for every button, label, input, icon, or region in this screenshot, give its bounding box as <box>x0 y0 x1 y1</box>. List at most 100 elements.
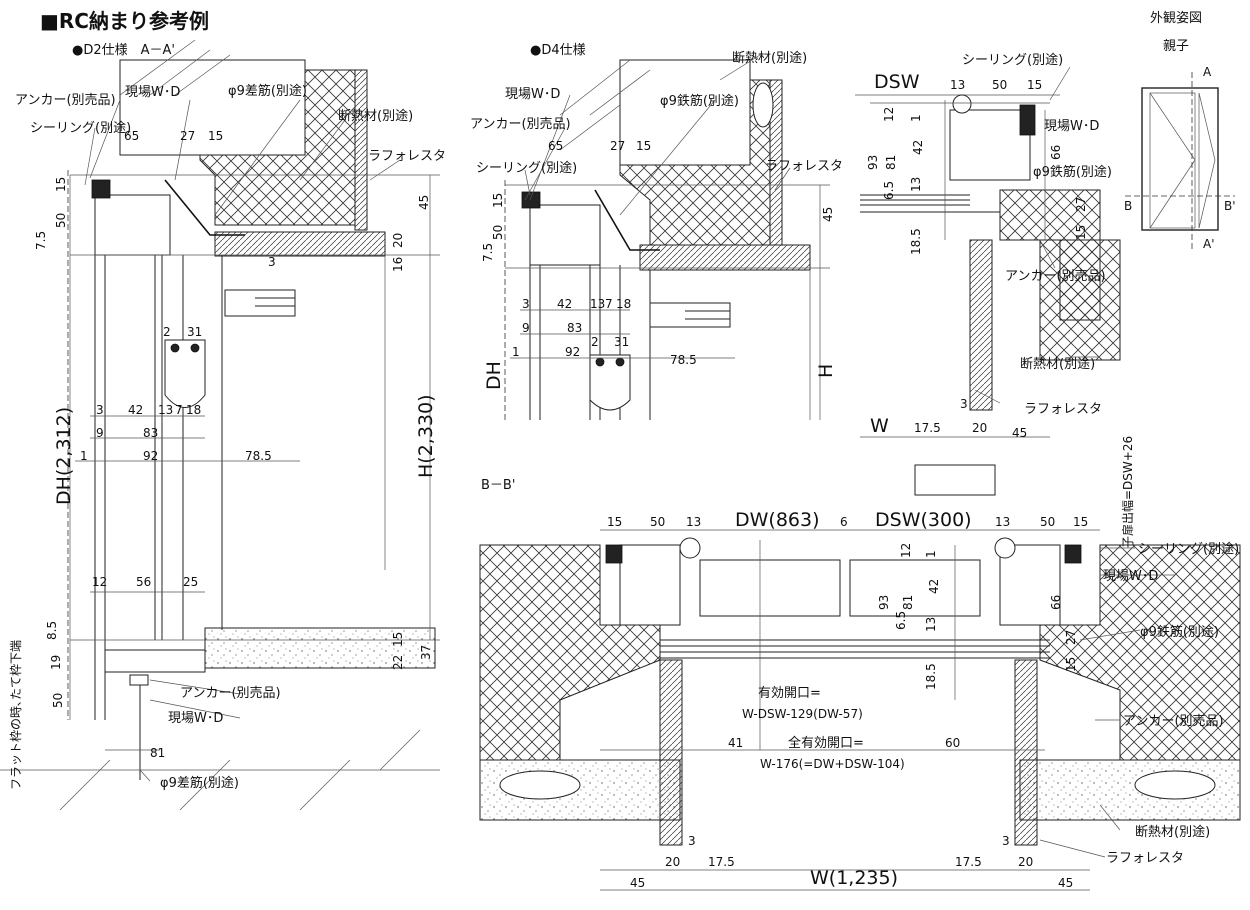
bb-main-leaf <box>699 559 841 617</box>
d4-lath-label: ラフォレスタ <box>765 159 843 174</box>
bb-dim-bottom-4: 17.5 <box>708 855 735 869</box>
d2-dim-bottom-5: 50 <box>51 693 65 708</box>
elevation-a-label: A <box>1203 65 1212 79</box>
d4-frame-head <box>529 204 601 266</box>
plan-site-wd-label: 現場W･D <box>1044 119 1099 134</box>
bb-rebar-label: φ9鉄筋(別途) <box>1140 624 1219 640</box>
d2-dim-mid-8: 92 <box>143 449 158 463</box>
plan-dim-top-0: 13 <box>950 78 965 92</box>
bb-eff-open-label: 有効開口= <box>758 686 821 701</box>
d2-dim-right-1: 20 <box>391 233 405 248</box>
elevation-view: A A' B B' <box>1124 65 1236 251</box>
plan-dim-bottom-2: 20 <box>972 421 987 435</box>
bb-dim-mid-9: 27 <box>1064 630 1078 645</box>
d2-closer <box>224 289 296 317</box>
plan-dim-top-1: 50 <box>992 78 1007 92</box>
d2-dim-mid-0: 3 <box>96 403 104 417</box>
d2-dim-right-0: 45 <box>417 195 431 210</box>
plan-dsw-label: DSW <box>874 71 920 93</box>
d4-dim-mid-5: 9 <box>522 321 530 335</box>
bb-frame-left <box>619 544 681 626</box>
bb-dim-top-2: 13 <box>686 515 701 529</box>
d2-dim-bottom-0: 12 <box>92 575 107 589</box>
bb-wall-right <box>1039 544 1241 761</box>
d2-lath-label: ラフォレスタ <box>368 149 446 164</box>
plan-dim-left-4: 42 <box>911 140 925 155</box>
plan-dim-left-1: 1 <box>909 114 923 122</box>
bb-anchor-label: アンカー(別売品) <box>1123 713 1224 729</box>
d4-dim-top-1: 27 <box>610 139 625 153</box>
d2-frame-head <box>94 194 171 256</box>
d2-anchor-arm <box>164 179 245 236</box>
plan-dim-left-5: 6.5 <box>882 181 896 200</box>
plan-dim-bottom-3: 45 <box>1012 426 1027 440</box>
d4-slab <box>639 244 811 271</box>
d2-sealing-block <box>91 179 111 199</box>
d2-floor <box>204 627 436 669</box>
section-d2-title: ●D2仕様 A－A' <box>72 43 175 58</box>
d4-dim-top-0: 65 <box>548 139 563 153</box>
bb-dim-top-1: 50 <box>650 515 665 529</box>
plan-dim-right-0: 66 <box>1049 145 1063 160</box>
d2-dim-mid-5: 9 <box>96 426 104 440</box>
bb-insulation-label: 断熱材(別途) <box>1135 824 1210 840</box>
d2-insulation-label: 断熱材(別途) <box>338 108 413 124</box>
bb-dim-mid-5: 6.5 <box>894 611 908 630</box>
d2-dim-bottom-3: 8.5 <box>45 621 59 640</box>
d2-dim-top-2: 15 <box>208 129 223 143</box>
d4-site-wd-label: 現場W･D <box>505 87 560 102</box>
page-title: ■RC納まり参考例 <box>40 9 209 33</box>
d2-dim-left-2: 7.5 <box>34 231 48 250</box>
d4-dim-mid-7: 1 <box>512 345 520 359</box>
d2-dim-top-0: 65 <box>124 129 139 143</box>
d4-dim-mid-0: 3 <box>522 297 530 311</box>
plan-dim-left-6: 13 <box>909 177 923 192</box>
d2-dim-left-1: 50 <box>54 213 68 228</box>
bb-dim-mid-3: 81 <box>901 595 915 610</box>
d4-dim-left-2: 7.5 <box>481 243 495 262</box>
d2-slab <box>214 231 386 257</box>
bb-w-label: W(1,235) <box>810 867 898 889</box>
bb-child-leaf-open <box>914 464 996 496</box>
bb-dim-top-5: 50 <box>1040 515 1055 529</box>
bb-dim-mid-4: 42 <box>927 579 941 594</box>
d2-h-label: H(2,330) <box>415 394 437 478</box>
plan-sealing-label: シーリング(別途) <box>962 52 1063 68</box>
bb-dim-mid-2: 93 <box>877 595 891 610</box>
elevation-title: 外観姿図 <box>1150 10 1202 26</box>
bb-dim-bottom-9: 45 <box>1058 876 1073 890</box>
d2-dim-bottom-2: 25 <box>183 575 198 589</box>
section-d4-title: ●D4仕様 <box>530 43 586 58</box>
plan-dim-right-2: 15 <box>1074 225 1088 240</box>
d4-dim-left-0: 15 <box>491 193 505 208</box>
d2-dim-mid-6: 83 <box>143 426 158 440</box>
bb-dim-mid-6: 13 <box>924 617 938 632</box>
bb-dim-top-3: 6 <box>840 515 848 529</box>
d2-dim-mid-2: 13 <box>158 403 173 417</box>
d2-dh-label: DH(2,312) <box>53 407 75 505</box>
elevation-b-label: B <box>1124 199 1132 213</box>
d2-lever-handle <box>164 339 206 408</box>
d2-dim-mid-4: 18 <box>186 403 201 417</box>
elevation-subtitle: 親子 <box>1163 39 1189 54</box>
bb-dim-bottom-6: 3 <box>1002 834 1010 848</box>
d2-anchor-label: アンカー(別売品) <box>15 92 116 108</box>
bb-dim-bottom-8: 20 <box>1018 855 1033 869</box>
d4-section: 現場W･D アンカー(別売品) シーリング(別途) φ9鉄筋(別途) 断熱材(別… <box>470 50 843 420</box>
d2-hatch-lines <box>119 39 231 96</box>
d2-dim-top-1: 27 <box>180 129 195 143</box>
plan-frame <box>949 109 1031 181</box>
d4-insulation-label: 断熱材(別途) <box>732 50 807 66</box>
plan-w-label: W <box>870 415 889 437</box>
bb-dim-top-6: 15 <box>1073 515 1088 529</box>
plan-dim-top-2: 15 <box>1027 78 1042 92</box>
d2-dim-mid-1: 42 <box>128 403 143 417</box>
bb-section: シーリング(別途) 現場W･D φ9鉄筋(別途) アンカー(別売品) 断熱材(別… <box>479 436 1241 891</box>
d4-dim-mid-4: 18 <box>616 297 631 311</box>
d2-section: アンカー(別売品) シーリング(別途) 現場W･D φ9差筋(別途) 断熱材(別… <box>0 39 446 811</box>
bb-dim-top-0: 15 <box>607 515 622 529</box>
plan-dim-left-7: 18.5 <box>909 228 923 255</box>
bb-dim-mid-7: 18.5 <box>924 663 938 690</box>
d2-wall-void <box>119 59 306 156</box>
bb-dim-bottom-2: 45 <box>630 876 645 890</box>
